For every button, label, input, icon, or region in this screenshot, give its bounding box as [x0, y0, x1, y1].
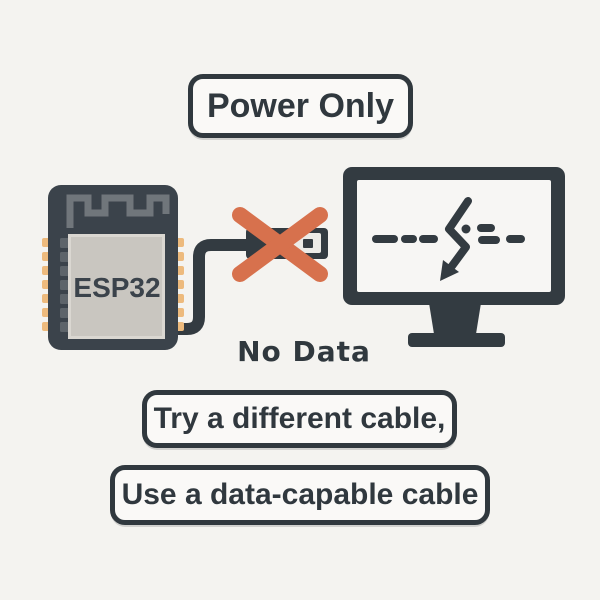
advice-badge-1: Try a different cable,	[142, 390, 457, 448]
no-data-label: No Data	[237, 334, 371, 368]
broken-data-line-icon	[372, 224, 525, 244]
chip-shield	[68, 234, 165, 339]
red-cross-icon	[232, 207, 328, 282]
power-only-label: Power Only	[206, 86, 395, 125]
esp32-label: ESP32	[73, 272, 160, 303]
advice-line1-label: Try a different cable,	[153, 402, 446, 435]
antenna-trace-icon	[66, 194, 170, 228]
advice-badge-2: Use a data-capable cable	[110, 465, 490, 525]
power-only-badge: Power Only	[188, 74, 413, 138]
usb-cable-icon	[172, 239, 252, 335]
advice-line2-label: Use a data-capable cable	[121, 478, 479, 511]
esp32-board-icon: ESP32	[42, 185, 184, 350]
data-dot	[461, 224, 471, 234]
zigzag-arrow-icon	[440, 197, 472, 281]
monitor-icon	[343, 167, 565, 347]
